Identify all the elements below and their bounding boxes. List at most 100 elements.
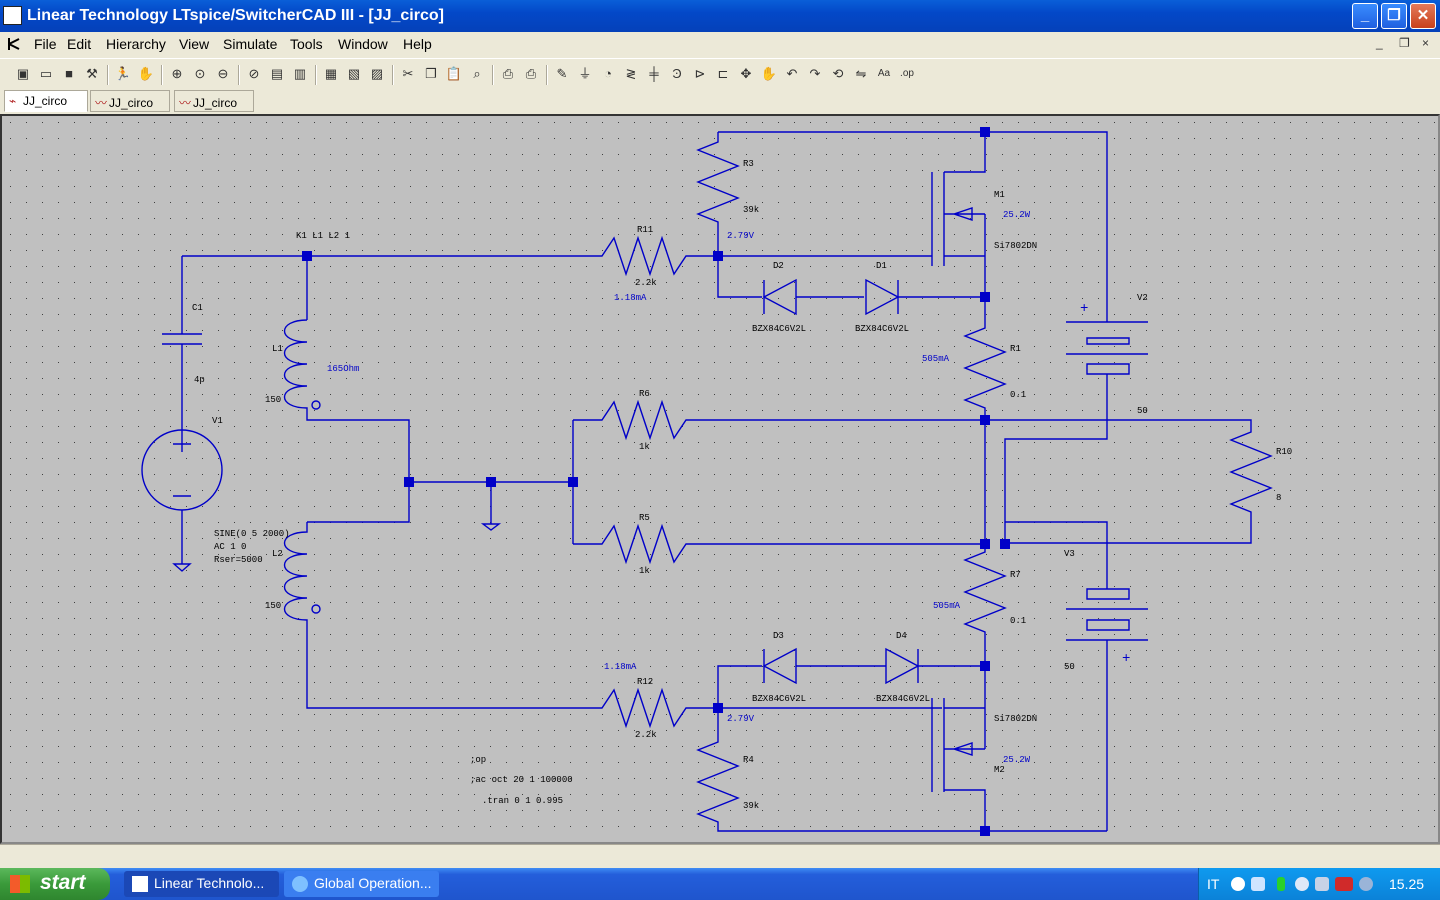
label-r4: R4 [743,755,754,765]
wire-diodes-bot [717,665,985,708]
menu-window[interactable]: Window [338,36,388,52]
probe-node-bottom-voltage: 2.79V [727,714,755,724]
directive-op[interactable]: ;op [470,755,486,765]
wire-l1 [283,256,410,523]
undo-icon[interactable]: ↶ [786,66,798,81]
inductor-icon[interactable]: Ͽ [672,66,682,81]
menu-help[interactable]: Help [403,36,432,52]
print-setup-icon[interactable]: ⎙ [502,66,514,81]
network-icon[interactable] [1251,877,1265,891]
zoom-out-icon[interactable]: ⊖ [217,66,229,81]
mdi-restore-button[interactable]: ❐ [1399,36,1410,50]
menu-view[interactable]: View [179,36,210,52]
tab-label: JJ_circo [109,96,154,110]
tab-waveform-2[interactable]: 〰JJ_circo [174,90,254,112]
mosfet-m1 [931,132,986,297]
task-browser[interactable]: Global Operation... [284,871,439,897]
menu-tools[interactable]: Tools [290,36,323,52]
tab-schematic[interactable]: ⌁JJ_circo [4,90,88,112]
directive-tran[interactable]: .tran 0 1 0.995 [482,796,563,806]
show-hidden-icon[interactable] [1231,877,1245,891]
label-r3: R3 [743,159,754,169]
component-icon[interactable]: ⊏ [717,66,729,81]
menu-hierarchy[interactable]: Hierarchy [106,36,166,52]
new-schematic-icon[interactable]: ▣ [16,66,30,81]
move-icon[interactable]: ✥ [740,66,752,81]
open-icon[interactable]: ▭ [39,66,53,81]
label-v2: V2 [1137,293,1148,303]
task-ltspice[interactable]: Linear Technolo... [124,871,279,897]
label-net-icon[interactable]: ◔ [604,66,612,81]
language-indicator[interactable]: IT [1207,876,1220,892]
spice-directive-icon[interactable]: .op [900,68,914,79]
security-icon[interactable] [1295,877,1309,891]
wire-l2 [283,522,942,729]
mdi-close-button[interactable]: × [1422,36,1430,50]
rotate-icon[interactable]: ⟲ [832,66,844,81]
copy-icon[interactable]: ❐ [425,66,437,81]
autorange-x-icon[interactable]: ▥ [293,66,307,81]
wire-r7 [963,544,1007,666]
menu-file[interactable]: File [34,36,57,52]
probe-m1-power: 25.2W [1003,210,1031,220]
text-icon[interactable]: Aa [877,68,891,79]
schematic-canvas[interactable]: K1 L1 L2 1 C1 4p V1 SINE(0 5 2000) AC 1 … [0,114,1440,844]
diode-icon[interactable]: ⊳ [694,66,706,81]
probe-r7-current: 505mA [933,601,961,611]
wire-r3 [696,132,740,256]
label-l1: L1 [272,344,283,354]
label-d3: D3 [773,631,784,641]
ground-icon[interactable]: ⏚ [578,66,592,81]
diode-d4 [885,647,920,685]
zoom-fit-icon[interactable]: ⊘ [248,66,260,81]
paste-icon[interactable]: 📋 [445,66,463,81]
label-r12: R12 [637,677,653,687]
toolbar-separator [107,65,109,85]
cut-icon[interactable]: ✂ [402,66,414,81]
close-button[interactable]: ✕ [1410,3,1436,29]
start-button[interactable]: start [0,868,110,900]
find-icon[interactable]: ⌕ [473,66,481,81]
battery-v3 [1005,521,1148,831]
label-v2-plus: + [1080,301,1088,317]
maximize-button[interactable]: ❐ [1381,3,1407,29]
minimize-button[interactable]: _ [1352,3,1378,29]
drag-icon[interactable]: ✋ [760,66,778,81]
label-d1-value: BZX84C6V2L [855,324,909,334]
mirror-icon[interactable]: ⇋ [855,66,867,81]
diode-d2 [762,278,797,316]
battery-icon[interactable] [1277,877,1285,891]
halt-icon[interactable]: ✋ [137,66,155,81]
print-icon[interactable]: ⎙ [525,66,537,81]
menu-simulate[interactable]: Simulate [223,36,278,52]
label-r10-value: 8 [1276,493,1281,503]
mdi-minimize-button[interactable]: _ [1376,36,1383,50]
tile-horizontal-icon[interactable]: ▦ [324,66,338,81]
computer-icon[interactable] [1315,877,1329,891]
label-m2-value: Si7802DN [994,714,1037,724]
task-label: Global Operation... [314,875,432,891]
volume-icon[interactable] [1359,877,1373,891]
directive-ac[interactable]: ;ac oct 20 1 100000 [470,775,573,785]
tab-waveform-1[interactable]: 〰JJ_circo [90,90,170,112]
label-l2-value: 150 [265,601,281,611]
title-bar: Linear Technology LTspice/SwitcherCAD II… [0,0,1440,32]
capacitor-icon[interactable]: ╪ [649,66,659,81]
zoom-in-icon[interactable]: ⊕ [171,66,183,81]
tile-vertical-icon[interactable]: ▨ [370,66,384,81]
redo-icon[interactable]: ↷ [809,66,821,81]
menu-edit[interactable]: Edit [67,36,92,52]
probe-r11-current: 1.18mA [614,293,647,303]
save-icon[interactable]: ■ [65,66,73,81]
toolbar-separator [161,65,163,85]
run-icon[interactable]: 🏃 [114,66,132,81]
document-icon[interactable] [6,36,22,52]
cascade-icon[interactable]: ▧ [347,66,361,81]
amd-icon[interactable] [1335,877,1353,891]
ltspice-app-icon[interactable] [3,6,22,25]
draw-wire-icon[interactable]: ✎ [556,66,568,81]
control-panel-icon[interactable]: ⚒ [86,66,98,81]
autorange-icon[interactable]: ▤ [270,66,284,81]
resistor-icon[interactable]: ≷ [625,66,637,81]
zoom-pan-icon[interactable]: ⊙ [194,66,206,81]
